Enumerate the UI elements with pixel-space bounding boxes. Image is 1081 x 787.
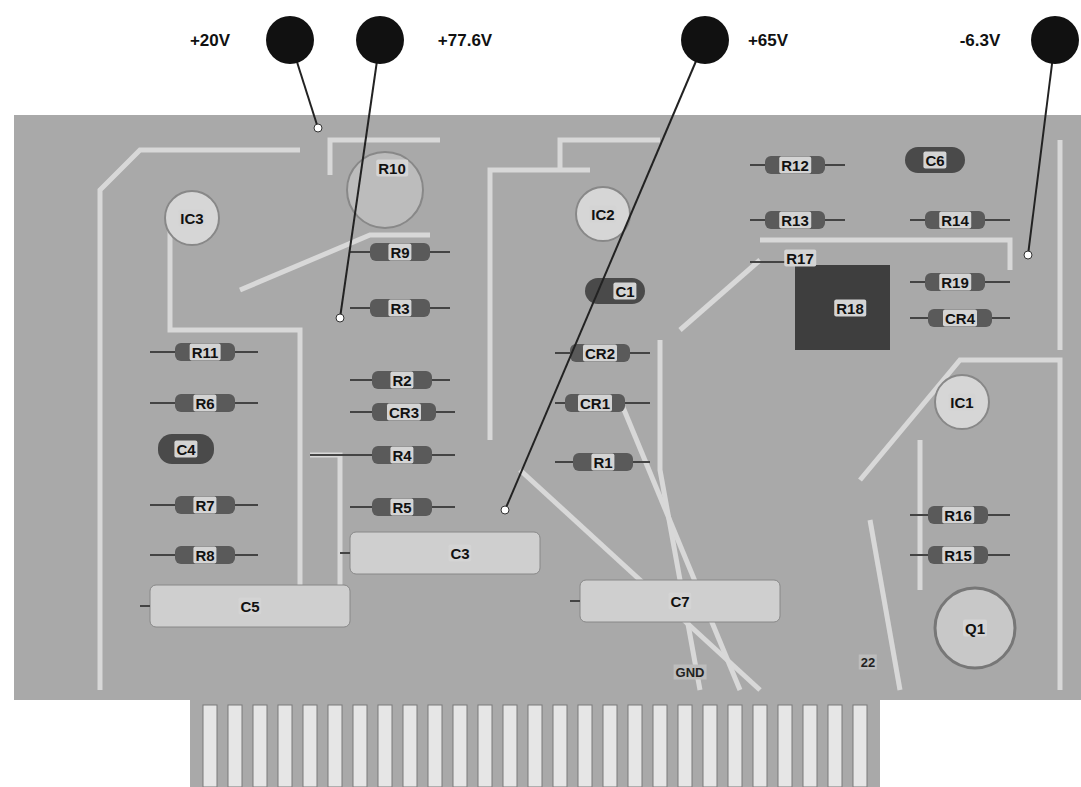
part-label: R7 (193, 497, 216, 514)
part-label: R18 (834, 300, 866, 317)
part-label: R12 (779, 157, 811, 174)
part-label: Q1 (963, 620, 987, 637)
resistor-symbols (150, 156, 1010, 564)
part-label: IC2 (589, 206, 616, 223)
voltage-label: -6.3V (958, 31, 1003, 50)
part-label: R2 (390, 372, 413, 389)
edge-connector (190, 690, 880, 787)
part-label: CR1 (578, 395, 612, 412)
part-label: C1 (613, 283, 636, 300)
part-label: IC1 (948, 394, 975, 411)
part-label: R15 (942, 547, 974, 564)
traces (100, 140, 1060, 690)
part-label: R4 (390, 447, 413, 464)
part-label: R3 (388, 300, 411, 317)
part-label: C4 (174, 441, 197, 458)
part-label: C6 (923, 152, 946, 169)
part-label: R10 (376, 160, 408, 177)
silkscreen-label: 22 (859, 655, 877, 670)
part-label: R9 (388, 244, 411, 261)
part-label: C5 (238, 598, 261, 615)
part-label: CR2 (583, 345, 617, 362)
part-label: R6 (193, 395, 216, 412)
silkscreen-label: GND (674, 665, 707, 680)
part-label: R19 (939, 274, 971, 291)
part-label: R14 (939, 212, 971, 229)
part-label: R1 (591, 454, 614, 471)
test-point-callouts (266, 16, 1079, 514)
part-label: IC3 (178, 210, 205, 227)
semiconductor-symbols (165, 152, 1015, 668)
part-label: R16 (942, 507, 974, 524)
part-label: R17 (784, 250, 816, 267)
part-label: CR4 (943, 310, 977, 327)
board (14, 115, 1081, 700)
part-label: R5 (390, 499, 413, 516)
part-label: R11 (190, 344, 221, 361)
part-label: R8 (193, 547, 216, 564)
voltage-label: +20V (188, 31, 232, 50)
part-label: R13 (779, 212, 811, 229)
part-label: CR3 (387, 404, 421, 421)
voltage-label: +65V (746, 31, 790, 50)
part-label: C7 (668, 593, 691, 610)
capacitor-symbols (140, 147, 965, 627)
part-label: C3 (448, 545, 471, 562)
connector-fingers (203, 705, 867, 787)
voltage-label: +77.6V (436, 31, 494, 50)
